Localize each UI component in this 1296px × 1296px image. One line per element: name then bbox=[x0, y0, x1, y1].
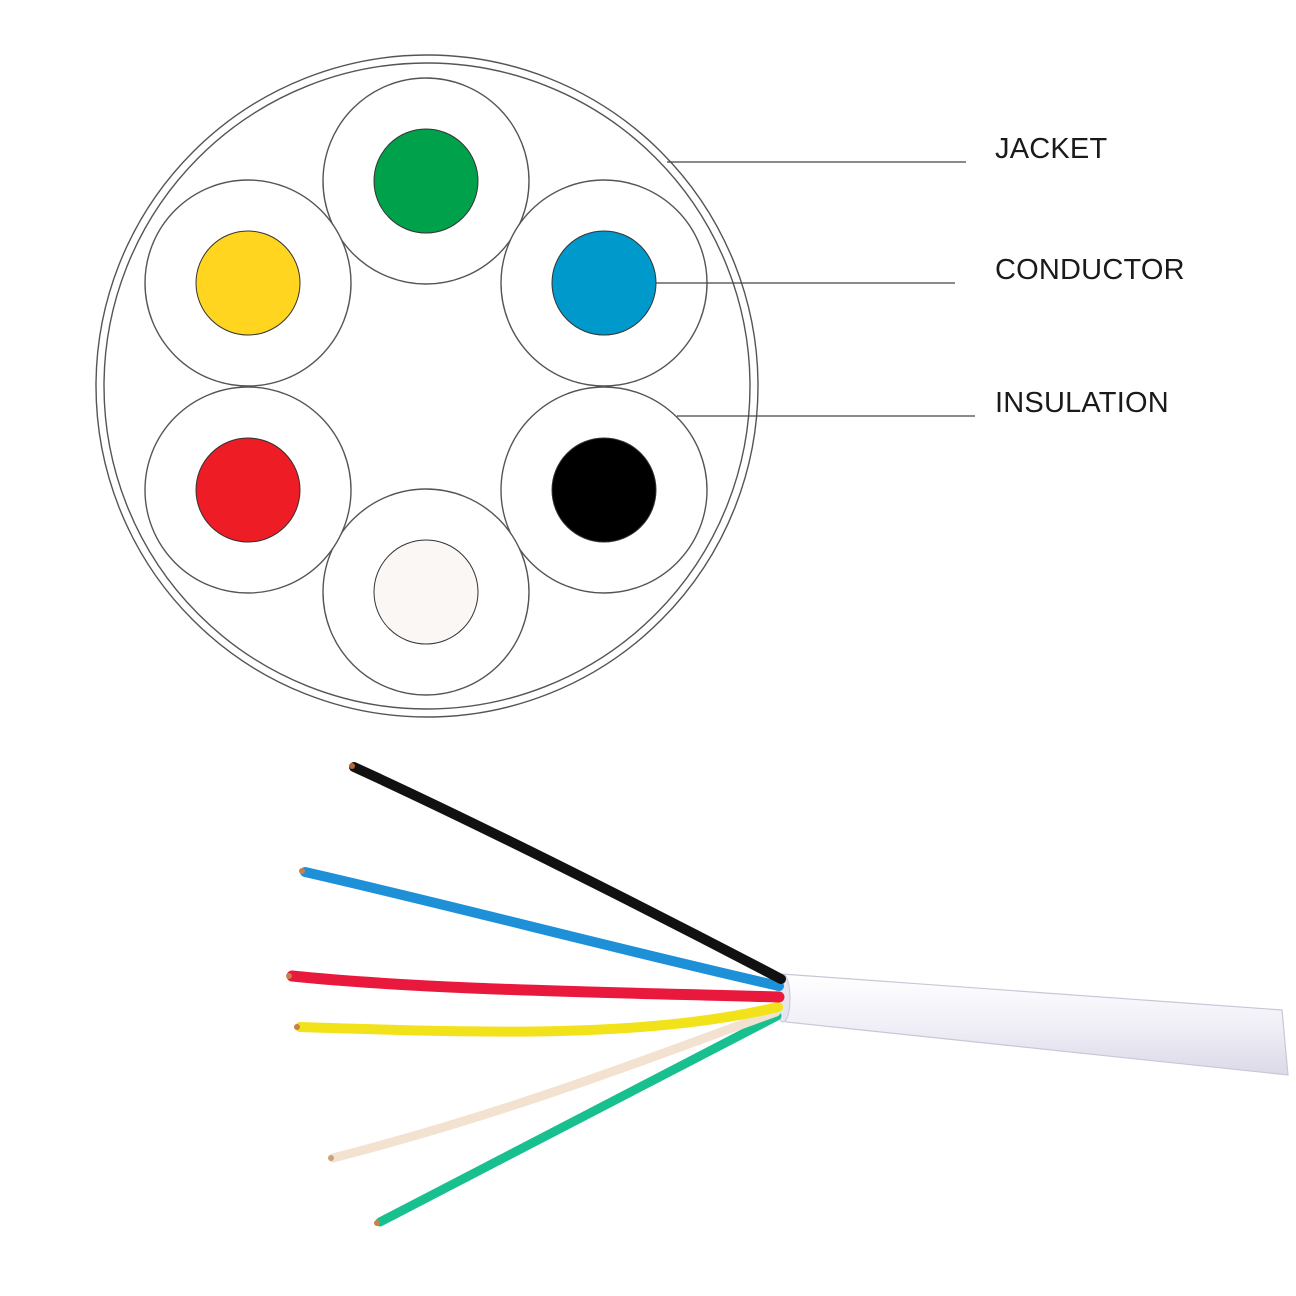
wire-white bbox=[328, 1007, 781, 1163]
cable-jacket bbox=[780, 973, 1289, 1076]
wire-blue bbox=[300, 867, 784, 991]
wire-black bbox=[349, 762, 786, 984]
jacket-label: JACKET bbox=[995, 133, 1108, 165]
wire-green bbox=[375, 1011, 782, 1227]
wire-tip-blue bbox=[299, 868, 305, 874]
conductor-label: CONDUCTOR bbox=[995, 254, 1185, 286]
conductor-green bbox=[373, 128, 479, 234]
wire-red bbox=[286, 970, 785, 1003]
conductor-white bbox=[373, 539, 479, 645]
wire-tip-red bbox=[286, 973, 292, 979]
cable-illustration bbox=[286, 762, 1289, 1227]
conductor-black bbox=[551, 437, 657, 543]
conductor-blue bbox=[551, 230, 657, 336]
insulation-label: INSULATION bbox=[995, 387, 1169, 419]
wire-yellow bbox=[295, 1002, 783, 1037]
wire-tip-yellow bbox=[294, 1024, 300, 1030]
conductor-red bbox=[195, 437, 301, 543]
cable-cross-section bbox=[95, 54, 759, 718]
wire-tip-green bbox=[374, 1220, 380, 1226]
jacket-inner-ring bbox=[103, 62, 751, 710]
wire-tip-white bbox=[328, 1155, 334, 1161]
conductor-yellow bbox=[195, 230, 301, 336]
wire-tip-black bbox=[349, 763, 355, 769]
